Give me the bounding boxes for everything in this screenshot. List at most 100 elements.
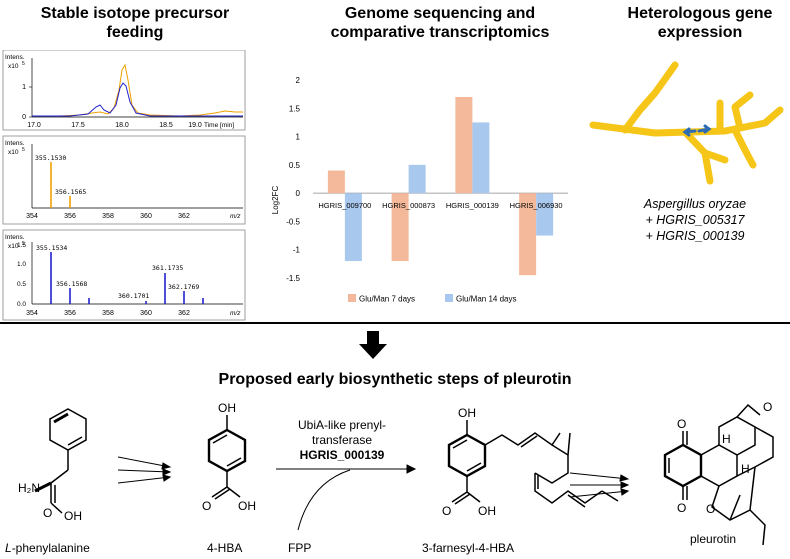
- fhba-oh2: OH: [478, 504, 496, 518]
- chrom-xtick: 17.0: [27, 122, 41, 129]
- pathway-title: Proposed early biosynthetic steps of ple…: [218, 371, 572, 388]
- spec2-xtick: 354: [26, 310, 38, 317]
- pleurotin-h: H: [722, 432, 731, 446]
- hba-oh: OH: [218, 401, 236, 415]
- spec1-intens: Intens.: [5, 140, 25, 147]
- feeding-title: Stable isotope precursor feeding: [10, 4, 260, 42]
- spec2-peak-label: 360.1701: [118, 292, 149, 300]
- chrom-exp: 5: [22, 61, 25, 67]
- chart-bar: [408, 164, 426, 194]
- pleurotin-o-bottom: O: [677, 501, 686, 515]
- pleurotin-lactone-o: O: [763, 400, 772, 414]
- enzyme-line2: transferase: [312, 433, 372, 447]
- chart-bar: [472, 122, 490, 194]
- amine-label: H₂N: [18, 481, 40, 495]
- chart-bar: [455, 96, 473, 194]
- chart-bar: [327, 170, 345, 194]
- spec2-peak-label: 355.1534: [36, 244, 67, 252]
- spec1-peak-label: 356.1565: [55, 188, 86, 196]
- spec2-peak-label: 362.1769: [168, 283, 199, 291]
- fhba-oh: OH: [458, 406, 476, 420]
- chrom-xtick: 19.0: [188, 122, 202, 129]
- chart-category-label: HGRIS_000873: [382, 201, 435, 210]
- ms-panels: Intens. x10 5 1 0 17.0 17.5 18.0 18.5 19…: [2, 50, 246, 321]
- chart-ytick: 1.5: [289, 104, 301, 113]
- hetero-title-line1: Heterologous gene: [627, 5, 773, 22]
- spec2-ytick: 0.5: [17, 281, 26, 288]
- pleurotin-structure: [663, 403, 774, 546]
- spec2-xtick: 356: [64, 310, 76, 317]
- feeding-title-line1: Stable isotope precursor: [40, 5, 230, 22]
- spec1-xtick: 362: [178, 213, 190, 220]
- spec1-xtick: 354: [26, 213, 38, 220]
- chrom-xtick: 18.0: [115, 122, 129, 129]
- hba-oh2: OH: [238, 499, 256, 513]
- pleurotin-ether-o: O: [706, 502, 715, 516]
- chart-category-label: HGRIS_009700: [318, 201, 371, 210]
- spec2-ytick: 1.0: [17, 261, 26, 268]
- genome-title-line2: comparative transcriptomics: [330, 24, 550, 41]
- compound-3-name: 3-farnesyl-4-HBA: [422, 541, 514, 555]
- spec2-xtick: 360: [140, 310, 152, 317]
- multistep-arrows-2: [569, 472, 630, 498]
- chrom-scale: x10: [8, 63, 19, 70]
- spec1-mz: m/z: [230, 213, 241, 220]
- compound-4-name: pleurotin: [690, 532, 736, 546]
- fpp-label: FPP: [288, 541, 311, 555]
- chart-bar: [536, 193, 554, 236]
- spec2-peak-label: 356.1568: [56, 280, 87, 288]
- phe-oh: OH: [64, 509, 82, 523]
- spec2-ytick: 1.5: [17, 242, 26, 249]
- chart-category-label: HGRIS_006930: [510, 201, 563, 210]
- spec2-xtick: 358: [102, 310, 114, 317]
- spec2-mz: m/z: [230, 310, 241, 317]
- farnesyl-hba-structure: [447, 420, 619, 508]
- spec2-scale: x10: [8, 243, 19, 250]
- pathway-scheme: H₂N O OH L-phenylalanine OH O OH 4-HBA U…: [5, 400, 774, 555]
- compound-2-name: 4-HBA: [207, 541, 242, 555]
- down-arrow-icon: [359, 331, 387, 359]
- gene-2: + HGRIS_000139: [645, 229, 745, 243]
- genome-title-line1: Genome sequencing and: [344, 5, 536, 22]
- hyphae: [589, 61, 784, 185]
- enzyme-line1: UbiA-like prenyl-: [298, 418, 386, 432]
- chrom-trace-blue: [32, 82, 243, 117]
- spec2-ytick: 0.0: [17, 301, 26, 308]
- spec1-scale: x10: [8, 149, 19, 156]
- chrom-xtick: 18.5: [159, 122, 173, 129]
- spec2-exp: 5: [22, 241, 25, 247]
- gene-1: + HGRIS_005317: [645, 213, 745, 227]
- enzyme-gene: HGRIS_000139: [300, 448, 385, 462]
- chart-category-label: HGRIS_000139: [446, 201, 499, 210]
- hetero-title: Heterologous gene expression: [610, 4, 790, 42]
- fhba-o: O: [442, 504, 451, 518]
- hba-o: O: [202, 499, 211, 513]
- chart-ytick: 2: [296, 76, 301, 85]
- phe-carbonyl-o: O: [43, 506, 52, 520]
- chart-ytick: -1.5: [286, 274, 300, 283]
- chart-bar: [391, 193, 409, 262]
- spec1-xtick: 360: [140, 213, 152, 220]
- legend-swatch: [445, 294, 453, 302]
- legend-swatch: [348, 294, 356, 302]
- hyphae-illustration: [589, 61, 784, 185]
- spec1-xtick: 356: [64, 213, 76, 220]
- chrom-ytick: 1: [22, 84, 26, 91]
- chrom-ytick: 0: [22, 114, 26, 121]
- spec1-exp: 5: [22, 147, 25, 153]
- hetero-title-line2: expression: [657, 24, 743, 41]
- chart-ytick: 0: [296, 189, 301, 198]
- spec1-peak-label: 355.1530: [35, 154, 66, 162]
- pleurotin-o-top: O: [677, 417, 686, 431]
- legend-label: Glu/Man 14 days: [456, 295, 516, 304]
- spectrum-panel-2: Intens. x10 5 1.5 1.0 0.5 0.0 354 356 35…: [2, 229, 246, 321]
- section-divider: [0, 322, 790, 324]
- chart-ylabel: Log2FC: [271, 186, 280, 215]
- host-organism: Aspergillus oryzae: [643, 197, 747, 211]
- chart-ytick: -0.5: [286, 217, 300, 226]
- chrom-time-label: Time [min]: [204, 122, 234, 129]
- multistep-arrows-1: [117, 456, 172, 484]
- pleurotin-h2: H: [741, 462, 750, 476]
- gene-arrows: [682, 124, 712, 137]
